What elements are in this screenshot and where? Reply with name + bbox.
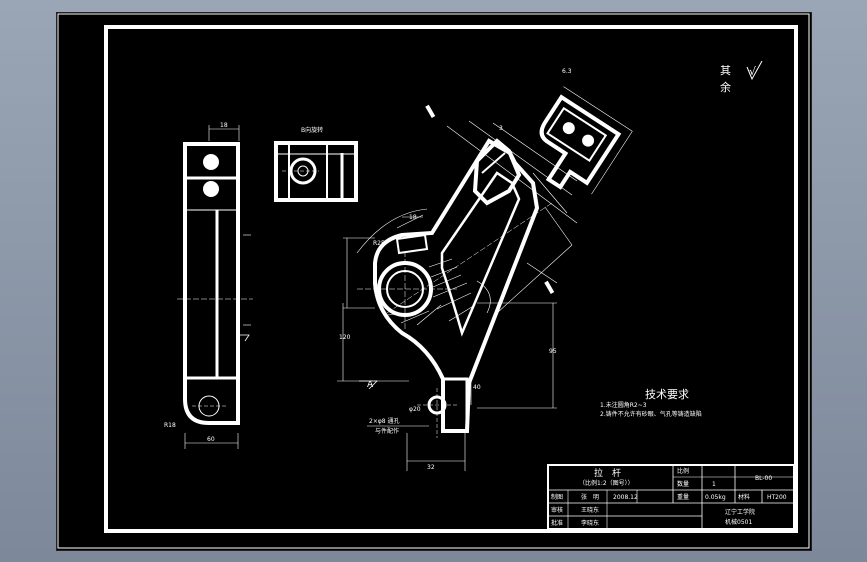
roughness-label-2: 余 xyxy=(720,80,731,94)
date-1: 2008.12 xyxy=(613,494,638,501)
dim-r25: R25 xyxy=(373,240,385,247)
dim-95: 95 xyxy=(549,348,557,355)
cad-drawing: 6.3 其 余 √ 18 60 R18 xyxy=(57,13,810,549)
section-view-label: B向旋转 xyxy=(301,126,323,134)
side-view: 18 60 R18 xyxy=(164,122,253,449)
top-view-dim: 18 xyxy=(220,122,228,129)
tech-req-item-1: 1.未注圆角R2~3 xyxy=(600,401,647,409)
part-name: 拉 杆 xyxy=(594,467,621,479)
qty-label: 数量 xyxy=(677,480,689,488)
side-bottom-dim: 60 xyxy=(207,436,215,443)
dim-phi20: φ20 xyxy=(409,406,421,413)
material-value: HT200 xyxy=(767,494,787,501)
weight-value: 0.05kg xyxy=(705,494,726,501)
dim-40: 40 xyxy=(473,384,481,391)
dim-32: 32 xyxy=(427,464,435,471)
approver-name: 李晓东 xyxy=(581,519,599,527)
cad-viewport[interactable]: 6.3 其 余 √ 18 60 R18 xyxy=(56,12,812,551)
hole-note-2: 与件配作 xyxy=(375,427,399,435)
main-view: R25 120 18 95 φ20 32 40 3 2×φ8 通孔 与件配作 A xyxy=(337,104,578,471)
class: 机械0501 xyxy=(725,518,752,526)
side-left-note: R18 xyxy=(164,422,176,429)
hole-note-1: 2×φ8 通孔 xyxy=(369,417,400,425)
outer-border xyxy=(57,13,810,549)
dim-18: 18 xyxy=(409,214,417,221)
inner-border xyxy=(104,25,798,533)
designer-label: 制图 xyxy=(551,493,563,501)
dim-3: 3 xyxy=(499,125,503,132)
aux-view xyxy=(539,86,633,195)
drawing-note: （比例1:2（图号）） xyxy=(579,479,634,487)
qty-value: 1 xyxy=(712,481,716,488)
tech-req-title: 技术要求 xyxy=(645,388,689,401)
checker-name: 王晓东 xyxy=(581,506,599,514)
roughness-symbol-icon: √ xyxy=(749,65,757,78)
weight-label: 重量 xyxy=(677,493,689,501)
roughness-label-1: 其 xyxy=(720,64,731,77)
code: BL-00 xyxy=(755,475,772,482)
title-block: 拉 杆 （比例1:2（图号）） 比例 数量 1 BL-00 制图 张 明 200… xyxy=(547,464,795,530)
section-view: B向旋转 xyxy=(274,126,358,202)
school: 辽宁工学院 xyxy=(725,508,755,516)
approver-label: 批准 xyxy=(551,519,563,527)
material-label: 材料 xyxy=(738,493,750,501)
ratio-label: 比例 xyxy=(677,467,689,475)
checker-label: 审核 xyxy=(551,506,563,514)
roughness-note-top: 6.3 xyxy=(562,68,572,75)
section-marker-a: A xyxy=(367,380,374,390)
designer-name: 张 明 xyxy=(581,493,599,501)
tech-req-item-2: 2.铸件不允许有砂眼、气孔等铸造缺陷 xyxy=(600,410,702,418)
roughness-symbol-stroke xyxy=(746,60,763,81)
dim-120: 120 xyxy=(339,334,351,341)
